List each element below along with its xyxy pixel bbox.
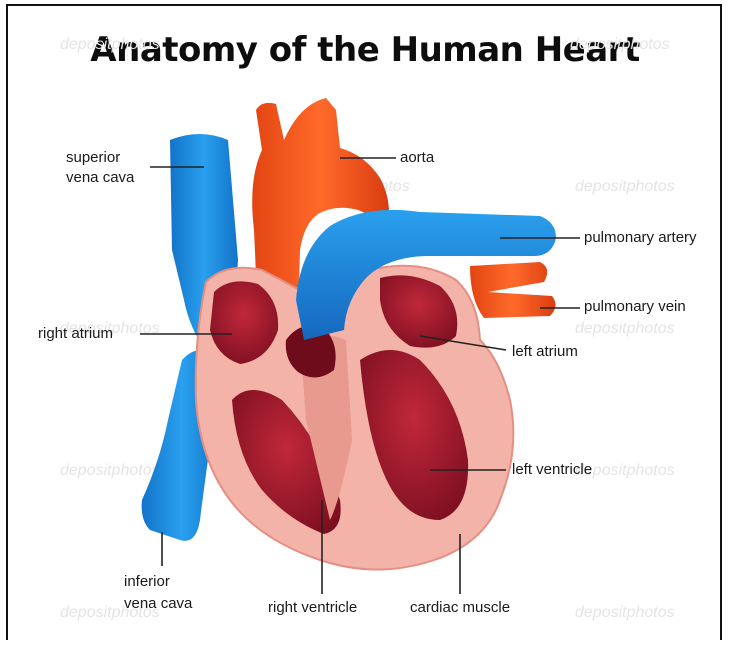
label-inferior-vena-cava-line1: inferior [124,572,170,592]
label-superior-vena-cava-line1: superior [66,148,120,168]
label-inferior-vena-cava-line2: vena cava [124,594,192,614]
label-right-ventricle: right ventricle [268,598,357,618]
pulmonary-vein [470,262,556,318]
label-left-ventricle: left ventricle [512,460,592,480]
label-left-atrium: left atrium [512,342,578,362]
label-superior-vena-cava-line2: vena cava [66,168,134,188]
label-pulmonary-artery: pulmonary artery [584,228,697,248]
label-right-atrium: right atrium [38,324,113,344]
label-cardiac-muscle: cardiac muscle [410,598,510,618]
label-pulmonary-vein: pulmonary vein [584,297,686,317]
label-aorta: aorta [400,148,434,168]
